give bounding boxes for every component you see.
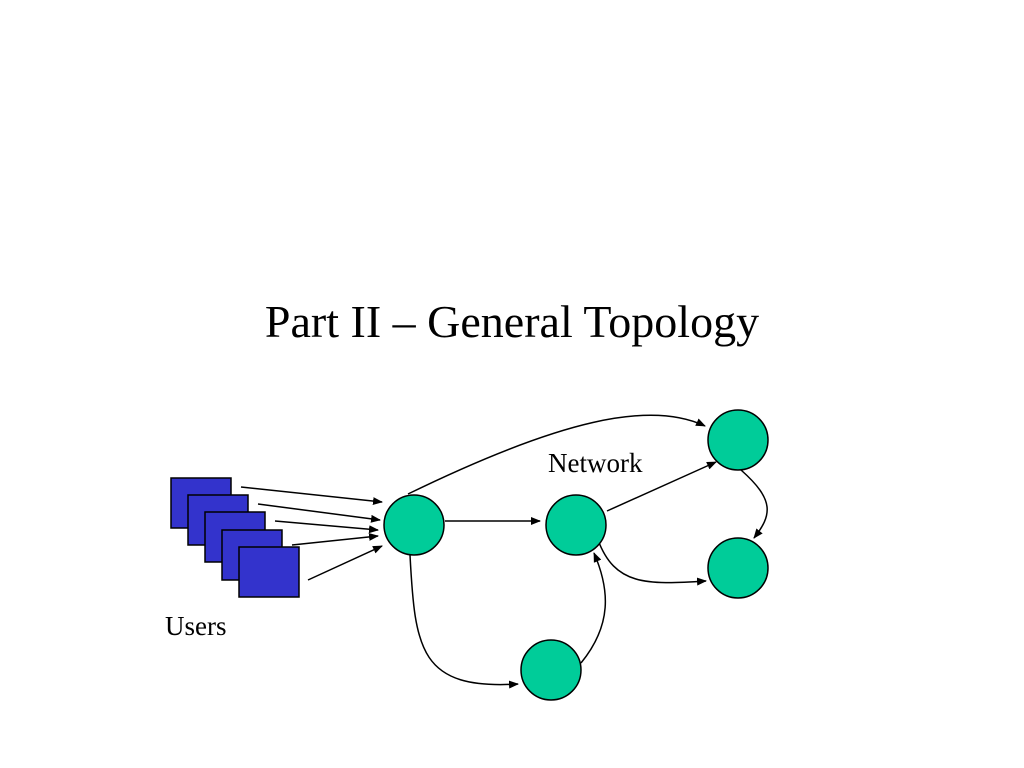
edge-node-a-to-node-top-right: [407, 414, 706, 495]
user-square: [238, 546, 300, 598]
edge-node-a-to-node-bottom: [409, 554, 519, 689]
edges: [240, 414, 768, 689]
network-node-b: [545, 494, 607, 556]
users-stack: [170, 477, 300, 598]
network-nodes: [383, 409, 769, 701]
edge-node-top-right-to-node-right: [740, 469, 768, 539]
network-label: Network: [548, 448, 643, 478]
edge-node-b-to-node-top-right: [606, 461, 717, 512]
network-node-bottom: [520, 639, 582, 701]
slide-title: Part II – General Topology: [264, 296, 760, 347]
edge-node-b-to-node-right: [597, 539, 707, 586]
edge-user-1-to-node-a: [240, 486, 383, 506]
edge-node-bottom-to-node-b: [580, 552, 607, 664]
users-label: Users: [165, 611, 227, 641]
network-node-right: [707, 537, 769, 599]
network-node-a: [383, 494, 445, 556]
edge-user-5-to-node-a: [307, 545, 383, 581]
network-node-top-right: [707, 409, 769, 471]
edge-user-2-to-node-a: [257, 503, 381, 523]
edge-user-4-to-node-a: [291, 532, 379, 546]
edge-user-3-to-node-a: [274, 520, 379, 534]
